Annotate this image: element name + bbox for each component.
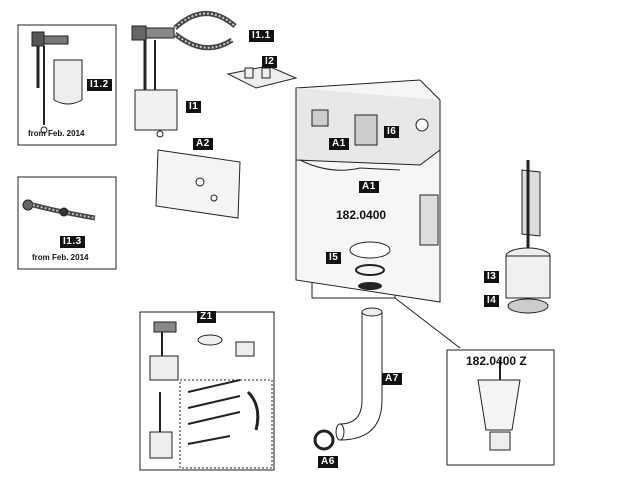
label-i11: I1.1 [249, 30, 274, 42]
label-i6: I6 [384, 126, 400, 138]
detail-box-lower [446, 349, 555, 466]
inset-box-valve [17, 24, 117, 146]
flush-pipe [335, 307, 383, 441]
caption-feb-top: from Feb. 2014 [28, 129, 85, 138]
label-i1: I1 [186, 101, 202, 113]
label-i4: I4 [484, 295, 500, 307]
detail-flush-valve [477, 360, 521, 451]
fill-valve-main [131, 25, 178, 138]
code-upper: 182.0400 [336, 208, 387, 222]
seal-ring-i5 [349, 241, 391, 259]
hose-inset [22, 199, 96, 221]
fill-valve-inset [31, 31, 83, 134]
bracket-i2 [226, 65, 298, 89]
label-i12: I1.2 [87, 79, 112, 91]
label-a7: A7 [382, 373, 402, 385]
label-i3: I3 [484, 271, 500, 283]
hose-main [173, 11, 237, 30]
kit-subbox [179, 379, 273, 469]
leader-line [394, 297, 461, 349]
label-a1-mid: A1 [359, 181, 379, 193]
label-a1-top: A1 [329, 138, 349, 150]
label-i2: I2 [262, 56, 278, 68]
code-lower: 182.0400 Z [466, 354, 527, 368]
seal-ring-a6 [313, 429, 335, 451]
kit-contents [149, 321, 260, 459]
access-plate-a2 [155, 149, 241, 219]
label-a6: A6 [318, 456, 338, 468]
inset-box-hose [17, 176, 117, 270]
label-i13: I1.3 [60, 236, 85, 248]
label-z1: Z1 [197, 311, 216, 323]
caption-feb-bottom: from Feb. 2014 [32, 253, 89, 262]
label-i5: I5 [326, 252, 342, 264]
flush-valve [505, 160, 551, 314]
label-a2: A2 [193, 138, 213, 150]
